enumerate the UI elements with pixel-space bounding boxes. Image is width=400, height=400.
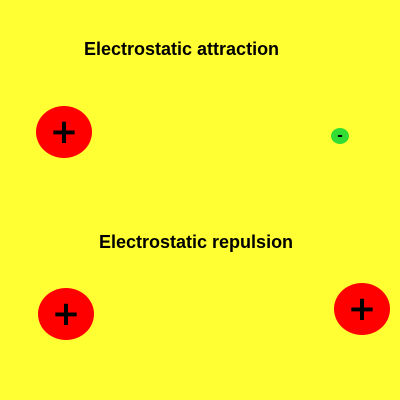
plus-sign-icon: + [51, 294, 81, 334]
attraction-positive-charge: + [36, 106, 92, 158]
attraction-negative-charge: - [331, 128, 349, 144]
plus-sign-icon: + [347, 289, 377, 329]
attraction-title: Electrostatic attraction [84, 39, 280, 59]
repulsion-right-positive-charge: + [334, 283, 390, 335]
plus-sign-icon: + [49, 112, 79, 152]
repulsion-left-positive-charge: + [38, 288, 94, 340]
minus-sign-icon: - [337, 128, 343, 144]
repulsion-title: Electrostatic repulsion [99, 232, 294, 252]
